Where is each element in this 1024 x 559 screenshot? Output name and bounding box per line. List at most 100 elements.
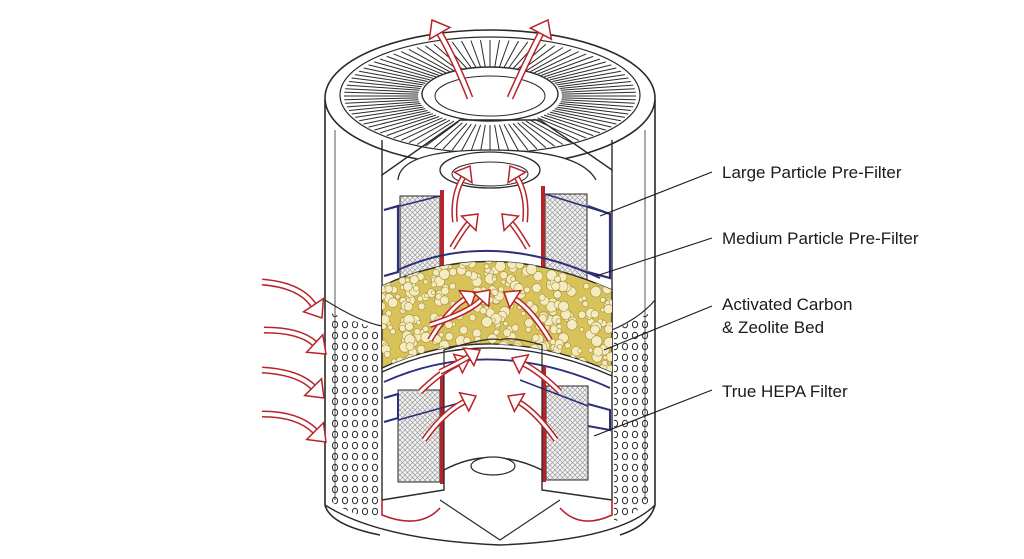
carbon-bead [416,320,421,325]
carbon-bead [413,328,421,336]
lid-grille-slat [549,64,612,81]
airflow-arrow-icon-inner [263,328,317,346]
lid-grille-slat [543,58,600,78]
carbon-bead [532,241,542,251]
carbon-bead [590,335,603,347]
carbon-bead [481,316,493,328]
lid-grille-slat [400,118,447,141]
label-activated-carbon-line-2: & Zeolite Bed [722,318,824,337]
carbon-bead [485,365,495,372]
lid-grille-slat [558,104,629,115]
carbon-bead [566,319,578,331]
carbon-bead [449,282,456,290]
carbon-bead [383,261,392,264]
airflow-arrow-icon-inner [261,280,316,307]
carbon-bead [385,238,396,249]
carbon-bead [488,345,497,353]
carbon-bead [384,284,393,294]
carbon-bead [581,295,587,301]
carbon-bead [382,261,390,267]
carbon-bead [406,362,415,371]
airflow-arrow-head-icon [305,333,327,355]
lid-grille-slat [374,113,434,131]
carbon-bead [509,238,516,245]
carbon-bead [513,239,521,247]
carbon-bead [479,307,487,315]
lid-grille-slat [561,97,636,101]
airflow-arrow-icon-inner [452,176,465,223]
lid-grille-slat [494,40,500,68]
leader-line-large-particle-pre-filter [599,171,713,217]
carbon-bead [557,364,564,370]
carbon-bead [601,360,608,367]
lower-left-red-lining [440,372,444,484]
carbon-bead [510,276,516,282]
carbon-bead [501,366,507,372]
carbon-bead [477,360,483,365]
carbon-bead [430,290,436,295]
leader-lines [593,171,713,437]
lid-grille-slat [556,74,625,86]
label-medium-particle-pre-filter: Medium Particle Pre-Filter [722,229,919,248]
carbon-bead [385,309,393,317]
lid-grille-slat [393,53,443,75]
lid-grille-slat [348,81,421,89]
carbon-bead [498,286,505,293]
lid-grille-slat [561,91,636,95]
lid-grille-slat [363,110,428,125]
airflow-arrow-icon-inner [261,368,315,389]
airflow-arrow-head-icon [305,421,327,443]
carbon-bead [490,237,495,242]
airflow-arrow-icon-inner [261,412,317,433]
carbon-bead [502,256,507,261]
carbon-bead [587,347,593,353]
carbon-bead [542,356,551,365]
label-activated-carbon-line-1: Activated Carbon [722,295,852,314]
carbon-bead [583,283,590,290]
lid-grille-slat [393,117,443,139]
central-core-right [499,338,543,470]
lid-grille-slat [525,120,564,145]
lid-grille-slat [380,114,437,134]
carbon-bead [511,323,520,332]
carbon-bead [448,267,458,277]
carbon-bead [549,338,556,346]
lid-grille-slat [508,123,529,151]
lid-grille-slat [521,121,555,147]
carbon-bead [384,373,390,379]
carbon-bead [564,342,571,349]
lid-grille-slat [416,47,455,72]
carbon-bead [405,297,411,303]
carbon-bead [500,279,506,285]
carbon-bead [387,297,399,308]
carbon-bead [511,261,520,263]
carbon-bead [382,293,386,301]
lid-grille-slat [355,106,424,118]
carbon-bead [478,243,489,254]
carbon-bead [468,314,476,322]
carbon-bead [507,261,518,269]
leader-line-true-hepa-filter [593,389,713,437]
lower-left-hepa-media [397,389,441,483]
carbon-bead [494,359,506,371]
lid-grille-slat [351,77,422,88]
airflow-arrows [261,18,563,443]
carbon-bead [432,268,440,277]
carbon-zeolite-beads [382,236,612,379]
carbon-bead [405,342,415,351]
lid-grille-slat [480,40,486,68]
lid-grille-slat [537,117,587,139]
carbon-bead [600,261,610,265]
carbon-bead [590,369,597,372]
carbon-bead [490,261,500,263]
carbon-bead [493,242,499,248]
carbon-bead [440,286,450,296]
carbon-bead [423,279,429,285]
carbon-bead [422,325,429,332]
carbon-bead [409,275,419,285]
lid-grille-slat [359,70,426,84]
carbon-bead [496,236,502,242]
lid-grille-slat [368,111,431,128]
carbon-bead [430,281,437,288]
carbon-bead [577,310,587,319]
